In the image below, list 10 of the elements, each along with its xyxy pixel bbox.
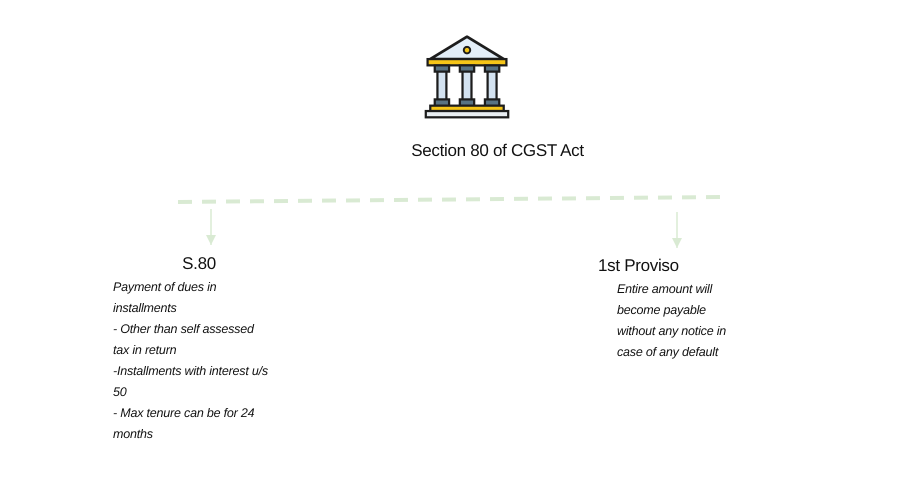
body-text: -Installments with interest u/s 50	[113, 363, 269, 401]
body-text: Entire amount will become payable without any notice in case of any default	[617, 281, 728, 361]
heading-text: 1st Proviso	[597, 255, 680, 277]
heading-text: Section 80 of CGST Act	[410, 140, 585, 162]
heading-text: S.80	[181, 253, 217, 275]
arrow	[672, 212, 682, 248]
body-text: - Other than self assessed tax in return	[113, 321, 256, 359]
arrow	[206, 209, 216, 245]
body-text: Payment of dues in installments	[113, 279, 218, 317]
body-text: - Max tenure can be for 24 months	[113, 405, 256, 443]
